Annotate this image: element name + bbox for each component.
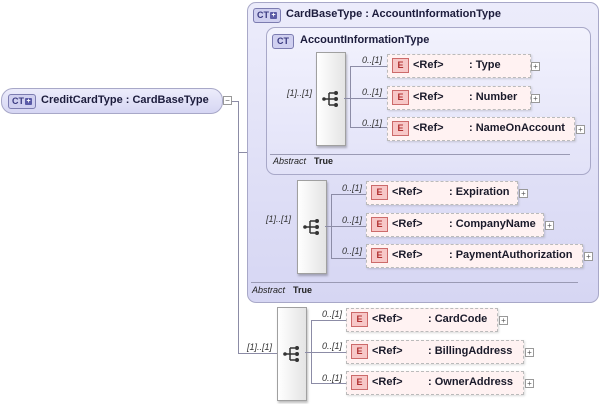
sequence-cardinality: [1]..[1] bbox=[287, 88, 313, 98]
element-badge: E bbox=[351, 344, 368, 359]
sequence-icon bbox=[322, 91, 338, 107]
element-badge: E bbox=[392, 90, 409, 105]
sequence-icon bbox=[303, 219, 319, 235]
collapse-minus-icon[interactable]: − bbox=[223, 96, 232, 105]
element-cardinality: 0..[1] bbox=[362, 87, 383, 97]
expand-plus-icon[interactable]: + bbox=[519, 189, 528, 198]
element-badge: E bbox=[392, 121, 409, 136]
complex-type-badge: CT bbox=[272, 34, 294, 49]
expand-plus-icon[interactable]: + bbox=[531, 62, 540, 71]
connector bbox=[331, 226, 366, 227]
element-badge: E bbox=[351, 312, 368, 327]
element-cardinality: 0..[1] bbox=[342, 183, 363, 193]
connector bbox=[350, 66, 387, 67]
sequence-compositor[interactable] bbox=[277, 307, 307, 401]
element-cardinality: 0..[1] bbox=[322, 373, 343, 383]
connector bbox=[350, 66, 351, 127]
expand-plus-icon[interactable]: + bbox=[584, 252, 593, 261]
connector bbox=[331, 258, 366, 259]
connector bbox=[350, 127, 387, 128]
expand-plus-icon[interactable]: + bbox=[545, 221, 554, 230]
credit-card-type-node[interactable]: CT+ CreditCardType : CardBaseType bbox=[1, 88, 223, 114]
element-number[interactable]: E <Ref> : Number bbox=[387, 86, 531, 110]
expand-plus-icon[interactable]: + bbox=[499, 316, 508, 325]
sequence-icon bbox=[283, 346, 299, 362]
connector bbox=[350, 98, 387, 99]
connector bbox=[232, 101, 238, 102]
element-badge: E bbox=[392, 58, 409, 73]
element-cardinality: 0..[1] bbox=[322, 309, 343, 319]
connector bbox=[238, 152, 247, 153]
element-billing-address[interactable]: E <Ref> : BillingAddress bbox=[346, 340, 524, 364]
element-name-on-account[interactable]: E <Ref> : NameOnAccount bbox=[387, 117, 575, 141]
sequence-compositor[interactable] bbox=[297, 180, 327, 274]
expand-plus-icon[interactable]: + bbox=[576, 125, 585, 134]
divider bbox=[251, 282, 578, 283]
element-cardinality: 0..[1] bbox=[362, 118, 383, 128]
element-badge: E bbox=[371, 185, 388, 200]
extension-icon: + bbox=[270, 12, 277, 19]
element-cardinality: 0..[1] bbox=[322, 341, 343, 351]
expand-plus-icon[interactable]: + bbox=[525, 379, 534, 388]
credit-card-type-label: CreditCardType : CardBaseType bbox=[41, 94, 209, 106]
element-badge: E bbox=[371, 248, 388, 263]
connector bbox=[331, 194, 366, 195]
connector bbox=[311, 320, 312, 383]
connector bbox=[311, 383, 346, 384]
element-badge: E bbox=[371, 217, 388, 232]
extension-icon: + bbox=[25, 98, 32, 105]
element-cardinality: 0..[1] bbox=[362, 55, 383, 65]
element-expiration[interactable]: E <Ref> : Expiration bbox=[366, 181, 518, 205]
element-cardinality: 0..[1] bbox=[342, 215, 363, 225]
connector bbox=[305, 352, 311, 353]
connector bbox=[325, 226, 331, 227]
element-cardinality: 0..[1] bbox=[342, 246, 363, 256]
sequence-cardinality: [1]..[1] bbox=[247, 342, 273, 352]
element-payment-authorization[interactable]: E <Ref> : PaymentAuthorization bbox=[366, 244, 583, 268]
card-base-type-label: CardBaseType : AccountInformationType bbox=[286, 8, 501, 20]
complex-type-badge: CT+ bbox=[253, 8, 281, 23]
expand-plus-icon[interactable]: + bbox=[531, 94, 540, 103]
sequence-compositor[interactable] bbox=[316, 52, 346, 146]
connector bbox=[238, 353, 277, 354]
connector bbox=[344, 98, 350, 99]
account-information-type-label: AccountInformationType bbox=[300, 34, 430, 46]
connector bbox=[311, 320, 346, 321]
element-badge: E bbox=[351, 375, 368, 390]
divider bbox=[270, 154, 570, 155]
element-company-name[interactable]: E <Ref> : CompanyName bbox=[366, 213, 544, 237]
sequence-cardinality: [1]..[1] bbox=[266, 214, 292, 224]
element-card-code[interactable]: E <Ref> : CardCode bbox=[346, 308, 498, 332]
complex-type-badge: CT+ bbox=[8, 94, 36, 109]
connector bbox=[311, 352, 346, 353]
connector bbox=[238, 101, 239, 353]
expand-plus-icon[interactable]: + bbox=[525, 348, 534, 357]
element-owner-address[interactable]: E <Ref> : OwnerAddress bbox=[346, 371, 524, 395]
element-type[interactable]: E <Ref> : Type bbox=[387, 54, 531, 78]
